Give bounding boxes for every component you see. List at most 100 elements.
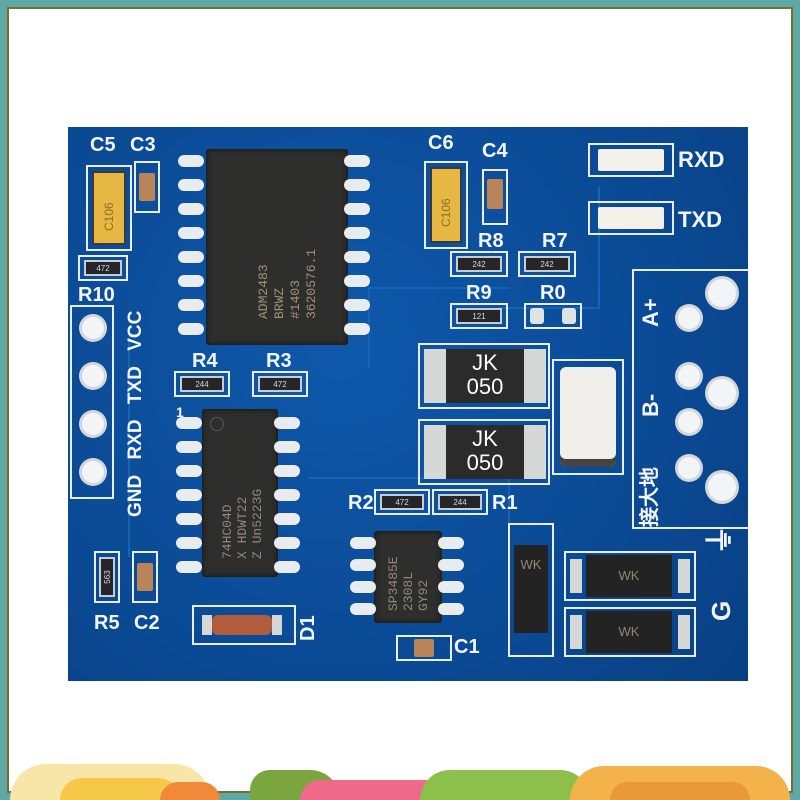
- resistor-r4: 244: [180, 376, 224, 392]
- resistor-r5: 563: [99, 557, 115, 597]
- ceramic-capacitor-c1: [414, 639, 434, 657]
- header-pin-gnd: [82, 461, 104, 483]
- label-a-plus: A+: [638, 298, 663, 327]
- c5-outline: [86, 165, 132, 251]
- label-r1: R1: [492, 492, 518, 514]
- r1-outline: [432, 489, 488, 515]
- terminal-outline: [632, 269, 748, 529]
- label-b-minus: B-: [638, 393, 663, 417]
- label-r10: R10: [78, 284, 115, 306]
- label-c6: C6: [428, 132, 454, 154]
- resistor-r3: 472: [258, 376, 302, 392]
- label-g: G: [706, 600, 736, 621]
- resistor-r9: 121: [456, 308, 502, 324]
- trace: [498, 187, 600, 309]
- tantalum-capacitor-c6: C106: [430, 167, 462, 243]
- label-r0: R0: [540, 282, 566, 304]
- terminal-hole: [708, 379, 736, 407]
- gdt-outline: [552, 359, 624, 475]
- label-r4: R4: [192, 350, 218, 372]
- header-pin-rxd: [82, 413, 104, 435]
- r2-outline: [374, 489, 430, 515]
- gas-discharge-tube: [560, 367, 616, 467]
- capacitor-code: C106: [102, 202, 116, 231]
- fuse-2-outline: [418, 419, 550, 485]
- tantalum-capacitor-c5: C106: [92, 171, 126, 245]
- c4-outline: [482, 169, 508, 225]
- label-r2: R2: [348, 492, 374, 514]
- tvs-diode-1: WK: [514, 545, 548, 633]
- terminal-hole: [678, 457, 700, 479]
- led-txd-outline: [588, 201, 674, 235]
- ceramic-capacitor-c3: [139, 173, 155, 201]
- c3-outline: [134, 161, 160, 213]
- terminal-hole: [708, 279, 736, 307]
- header-pin-labels: GND RXD TXD VCC: [125, 310, 146, 517]
- label-c4: C4: [482, 140, 508, 162]
- terminal-hole: [678, 307, 700, 329]
- r9-outline: [450, 303, 508, 329]
- d1-outline: [192, 605, 296, 645]
- led-rxd: [598, 149, 664, 171]
- tvs-1-outline: [508, 523, 554, 657]
- led-rxd-outline: [588, 143, 674, 177]
- c6-outline: [424, 161, 468, 249]
- r5-outline: [94, 551, 120, 603]
- pin1-dot: [210, 417, 224, 431]
- header-outline: [70, 305, 114, 499]
- tvs-diode-2: WK: [586, 555, 672, 597]
- resistor-r7: 242: [524, 256, 570, 272]
- pcb-board: C5 C3 C106 472 R10 ADM2483 BRWZ #1403 36…: [68, 127, 748, 681]
- label-c2: C2: [134, 612, 160, 634]
- terminal-hole: [708, 473, 736, 501]
- terminal-hole: [678, 411, 700, 433]
- ic-main-marking: ADM2483 BRWZ #1403 3620576.1: [256, 248, 319, 319]
- label-d1: D1: [297, 615, 319, 641]
- r0-outline: [524, 303, 582, 329]
- c2-outline: [132, 551, 158, 603]
- label-r9: R9: [466, 282, 492, 304]
- label-r7: R7: [542, 230, 568, 252]
- label-c3: C3: [130, 134, 156, 156]
- label-earth-ground: 接大地: [639, 467, 661, 527]
- led-txd: [598, 207, 664, 229]
- ic-transceiver-marking: SP3485E 2308L GY92: [386, 556, 431, 611]
- r7-outline: [518, 251, 576, 277]
- capacitor-code: C106: [439, 198, 453, 227]
- ic-rs485-transceiver: SP3485E 2308L GY92: [374, 531, 442, 623]
- tvs-diode-3: WK: [586, 611, 672, 653]
- fuse-1-outline: [418, 343, 550, 409]
- ic-hex-inverter: 74HC04D X HDWT22 Z Un5223G: [202, 409, 278, 577]
- resistor-r1: 244: [438, 494, 482, 510]
- ceramic-capacitor-c2: [137, 563, 153, 591]
- footer-decoration: [0, 760, 800, 800]
- ground-symbol-icon: ⏚: [704, 525, 737, 555]
- ic-inverter-marking: 74HC04D X HDWT22 Z Un5223G: [220, 488, 265, 559]
- label-r5: R5: [94, 612, 120, 634]
- r8-outline: [450, 251, 508, 277]
- r3-outline: [252, 371, 308, 397]
- pin1-marker: 1: [176, 404, 184, 420]
- resistor-r8: 242: [456, 256, 502, 272]
- diode-d1: [212, 615, 272, 635]
- header-pin-txd: [82, 365, 104, 387]
- label-r3: R3: [266, 350, 292, 372]
- label-r8: R8: [478, 230, 504, 252]
- resistor-r2: 472: [380, 494, 424, 510]
- terminal-hole: [678, 365, 700, 387]
- tvs-3-outline: [564, 607, 696, 657]
- ic-isolated-transceiver: ADM2483 BRWZ #1403 3620576.1: [206, 149, 348, 345]
- label-led-rxd: RXD: [678, 147, 725, 172]
- trace: [128, 337, 170, 557]
- ceramic-capacitor-c4: [487, 179, 503, 209]
- c1-outline: [396, 635, 452, 661]
- label-led-txd: TXD: [678, 207, 722, 232]
- r4-outline: [174, 371, 230, 397]
- label-c5: C5: [90, 134, 116, 156]
- header-pin-vcc: [82, 317, 104, 339]
- tvs-2-outline: [564, 551, 696, 601]
- label-c1: C1: [454, 636, 480, 658]
- r10-outline: [78, 255, 128, 281]
